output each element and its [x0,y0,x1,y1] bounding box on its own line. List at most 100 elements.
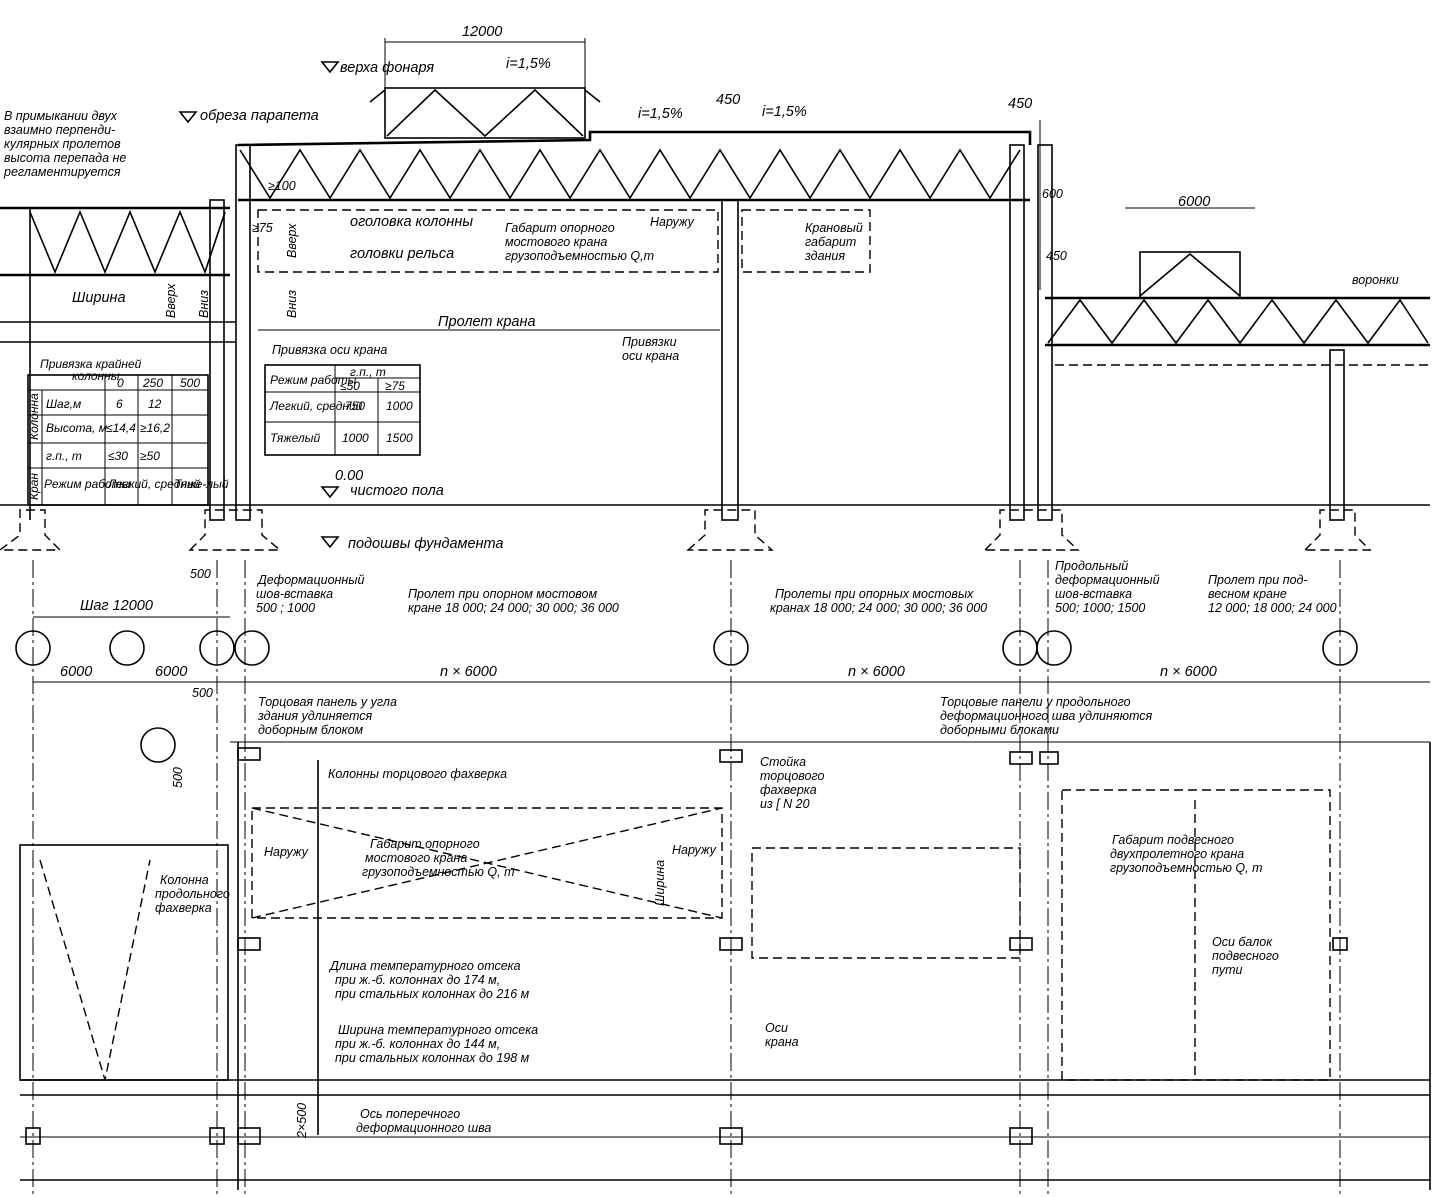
dim-6000-b: 6000 [155,664,187,680]
right-lantern-web [1139,252,1241,297]
temp-w-3: при стальных колоннах до 198 м [335,1051,530,1065]
dim-450-vert: 450 [1046,249,1067,263]
col-symbol-1 [237,747,261,761]
susp-gab-3: грузоподъемностью Q, т [1110,861,1262,875]
level-zero: 0.00 [335,468,363,484]
junction-note-4: высота перепада не [4,151,126,165]
lantern-eave-right [584,89,601,103]
susp-gab-2: двухпролетного крана [1110,847,1244,861]
column-6 [1329,349,1345,521]
post-1: Стойка [760,755,806,769]
dim-500-plan-b: 500 [171,767,185,788]
crane-gabarit-2: габарит [805,235,856,249]
col-symbol-3 [1009,751,1033,765]
dim-lantern-width: 12000 [462,24,502,40]
col-symbol-2 [719,749,743,763]
long-joint-2: деформационный [1055,573,1160,587]
tie-row-group-crane: Кран [27,473,41,500]
dim-slope-right: i=1,5% [762,104,807,120]
end-panel-1: Торцовая панель у угла [258,695,397,709]
crane-span-label: Пролет крана [438,314,536,330]
dim-450-top: 450 [716,92,740,108]
down-label-left: Вниз [197,290,211,318]
tie-row-1-b: ≥16,2 [140,421,170,435]
dim-6000-a: 6000 [60,664,92,680]
crane-axis-tie: Привязка оси крана [272,343,387,357]
dim-600: 600 [1042,187,1063,201]
tie-row-2-label: г.п., т [46,449,82,463]
dim-500-section: 500 [190,567,211,581]
mode-row-0-a: 750 [345,399,365,413]
beam-axes-2: подвесного [1212,949,1279,963]
span-1: Пролет при опорном мостовом [408,587,597,601]
crane-gabarit-1: Крановый [805,221,863,235]
def-joint-3: 500 ; 1000 [256,601,315,615]
tie-table-h0: 0 [117,376,124,390]
gabarit-line-1: Габарит опорного [505,221,615,235]
crane-axes-2: крана [765,1035,799,1049]
level-column-head: оголовка колонны [350,214,473,230]
def-joint-1: Деформационный [256,573,364,587]
col-symbol-10 [1009,1127,1033,1145]
axis-circle-2 [109,630,145,666]
crane-gabarit-right [741,209,871,273]
col-symbol-6 [719,937,743,951]
tie-row-3-c: Тяже-лый [174,477,229,491]
foundation-3 [983,509,1080,551]
lantern-eave-left [369,89,386,103]
plan-left-diag [39,859,151,1081]
plan [15,560,1431,1195]
axis-circle-row [140,727,176,763]
width-plan: Ширина [653,860,667,906]
tie-row-1-a: ≤14,4 [106,421,136,435]
junction-note-3: кулярных пролетов [4,137,121,151]
axis-circle-4 [234,630,270,666]
plan-texts: 6000 6000 n × 6000 n × 6000 n × 6000 500… [60,559,1337,1139]
end-frame-columns: Колонны торцового фахверка [328,767,507,781]
up-label-mid: Вверх [285,223,299,258]
outward-plan-1: Наружу [264,845,309,859]
temp-len-1: Длина температурного отсека [328,959,521,973]
post-3: фахверка [760,783,817,797]
mode-row-1-b: 1500 [386,431,413,445]
lantern-web [386,88,584,138]
level-marker-lantern [320,61,340,74]
tie-row-3-label: Режим работы [44,477,131,491]
susp-span-3: 12 000; 18 000; 24 000 [1208,601,1337,615]
susp-gab-1: Габарит подвесного [1112,833,1234,847]
trans-joint-1: Ось поперечного [360,1107,460,1121]
gab-plan-3: грузоподъемностью Q, т [362,865,514,879]
dim-n6000-1: n × 6000 [440,664,497,680]
tie-table-title-2: колонны [72,369,120,383]
long-joint-1: Продольный [1055,559,1128,573]
level-parapet: обреза парапета [200,108,319,124]
dim-n6000-3: n × 6000 [1160,664,1217,680]
mode-table [264,364,421,456]
gabarit-line-3: грузоподъемностью Q,т [505,249,654,263]
tie-row-0-a: 6 [116,397,123,411]
dim-slope-left: i=1,5% [506,56,551,72]
long-joint-4: 500; 1000; 1500 [1055,601,1145,615]
main-truss-top-chord [237,130,1032,147]
temp-w-1: Ширина температурного отсека [338,1023,538,1037]
mode-row-1-label: Тяжелый [270,431,320,445]
end-panel-3: доборным блоком [258,723,364,737]
tie-table-h2: 500 [180,376,200,390]
column-4 [1009,144,1025,521]
right-lantern [1139,251,1241,299]
mode-row-0-b: 1000 [386,399,413,413]
crane-axes-ties-2: оси крана [622,349,679,363]
outward-plan-2: Наружу [672,843,717,857]
tie-row-0-b: 12 [148,397,162,411]
section-texts: 12000 i=1,5% i=1,5% i=1,5% 450 450 6000 … [3,24,1399,614]
end-panels-1: Торцовые панели у продольного [940,695,1131,709]
main-truss-web [239,148,1021,200]
mode-table-h1: Режим работы [270,373,357,387]
susp-span-1: Пролет при под- [1208,573,1308,587]
susp-span-2: весном кране [1208,587,1287,601]
long-joint-3: шов-вставка [1055,587,1132,601]
mode-row-1-a: 1000 [342,431,369,445]
outward-label-section: Наружу [650,215,695,229]
end-panels-2: деформационного шва удлиняются [940,709,1152,723]
